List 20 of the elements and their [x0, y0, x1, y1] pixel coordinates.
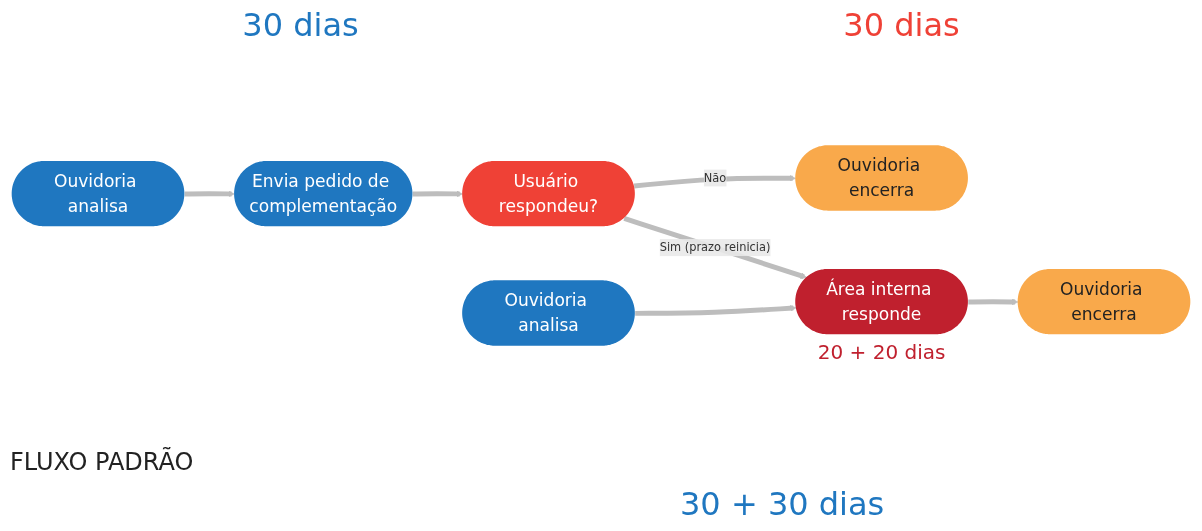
node-box: Ouvidoria encerra: [1017, 268, 1191, 334]
node-box: Usuário respondeu?: [462, 160, 635, 226]
duration-label: 30 dias: [843, 6, 960, 44]
duration-label: 30 + 30 dias: [680, 485, 885, 523]
arrow: [968, 298, 1019, 305]
flow-title: FLUXO PADRÃO: [10, 448, 194, 476]
edge-label: Não: [703, 170, 727, 184]
node-box: Ouvidoria analisa: [11, 160, 185, 226]
duration-label: 30 dias: [242, 6, 359, 44]
node-box: Envia pedido de complementação: [234, 160, 413, 226]
arrow: [635, 304, 797, 316]
arrow: [184, 190, 235, 197]
arrow: [623, 215, 807, 279]
edge-label: Sim (prazo reinicia): [659, 240, 771, 254]
duration-label: 20 + 20 dias: [816, 339, 947, 364]
arrow: [412, 190, 463, 197]
node-box: Ouvidoria analisa: [462, 279, 635, 346]
node-box: Área interna responde: [795, 268, 968, 334]
node-box: Ouvidoria encerra: [795, 144, 968, 211]
arrow: [633, 174, 796, 188]
